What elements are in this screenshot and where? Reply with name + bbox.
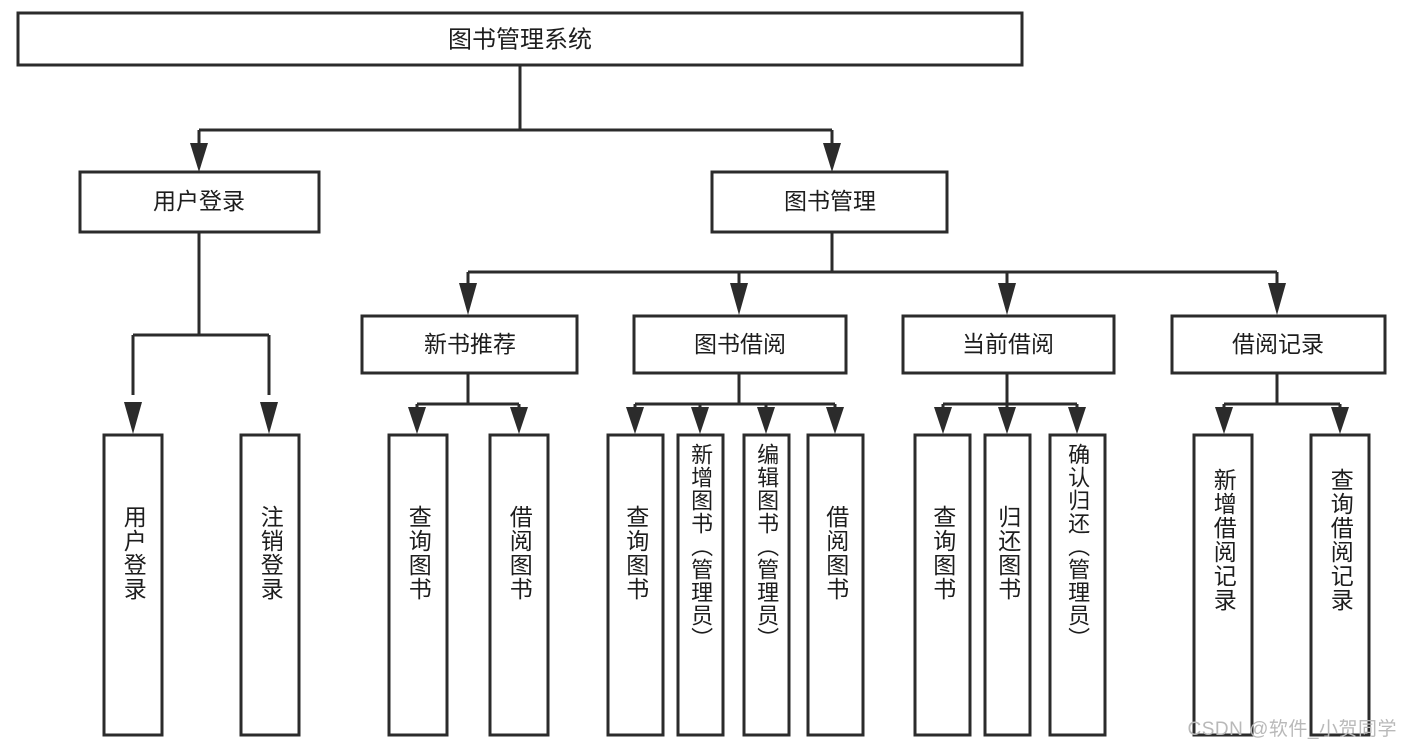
node-user-login[interactable]: 用户登录 <box>78 170 321 234</box>
connector-current-borrow-to-leaves <box>934 373 1086 434</box>
arrow-head-icon <box>1331 407 1349 434</box>
arrow-head-icon <box>757 407 775 434</box>
leaf-box-borrow-book-1[interactable] <box>488 433 550 737</box>
leaf-box-query-book-3[interactable] <box>913 433 972 737</box>
leaf-box-edit-book[interactable] <box>742 433 791 737</box>
arrow-head-icon <box>691 407 709 434</box>
arrow-head-icon <box>124 402 142 434</box>
node-label-current-borrow: 当前借阅 <box>962 331 1054 357</box>
node-root[interactable]: 图书管理系统 <box>16 11 1024 67</box>
arrow-head-icon <box>510 407 528 434</box>
arrow-head-icon <box>730 283 748 315</box>
node-book-borrow[interactable]: 图书借阅 <box>632 314 848 375</box>
leaf-box-add-record[interactable] <box>1192 433 1254 737</box>
arrow-head-icon <box>459 283 477 315</box>
leaf-box-return-book[interactable] <box>983 433 1032 737</box>
csdn-watermark: CSDN @软件_小贺同学 <box>1187 719 1397 740</box>
node-label-root: 图书管理系统 <box>448 26 592 53</box>
arrow-head-icon <box>823 143 841 172</box>
arrow-head-icon <box>998 407 1016 434</box>
leaf-box-borrow-book-2[interactable] <box>806 433 865 737</box>
connector-borrow-record-to-leaves <box>1215 373 1349 434</box>
node-label-borrow-record: 借阅记录 <box>1232 331 1324 357</box>
node-new-book-recommend[interactable]: 新书推荐 <box>360 314 579 375</box>
leaf-box-user-login[interactable] <box>102 433 164 737</box>
connector-user-login-to-leaves <box>124 232 278 434</box>
leaf-box-add-book[interactable] <box>676 433 725 737</box>
arrow-head-icon <box>190 143 208 172</box>
connector-book-manage-to-level3 <box>459 232 1286 315</box>
arrow-head-icon <box>826 407 844 434</box>
leaf-box-query-record[interactable] <box>1309 433 1371 737</box>
leaf-box-query-book-2[interactable] <box>606 433 665 737</box>
arrow-head-icon <box>1068 407 1086 434</box>
leaf-box-logout-login[interactable] <box>239 433 301 737</box>
node-borrow-record[interactable]: 借阅记录 <box>1170 314 1387 375</box>
node-book-manage[interactable]: 图书管理 <box>710 170 949 234</box>
node-label-new-book-recommend: 新书推荐 <box>424 331 516 357</box>
leaf-box-query-book-1[interactable] <box>387 433 449 737</box>
node-current-borrow[interactable]: 当前借阅 <box>901 314 1116 375</box>
arrow-head-icon <box>626 407 644 434</box>
arrow-head-icon <box>1215 407 1233 434</box>
arrow-head-icon <box>998 283 1016 315</box>
connector-new-book-recommend-to-leaves <box>408 373 528 434</box>
leaf-box-confirm-return[interactable] <box>1048 433 1107 737</box>
arrow-head-icon <box>1268 283 1286 315</box>
arrow-head-icon <box>408 407 426 434</box>
node-label-book-manage: 图书管理 <box>784 188 876 214</box>
node-label-book-borrow: 图书借阅 <box>694 331 786 357</box>
connector-root-to-level2 <box>190 65 841 172</box>
arrow-head-icon <box>934 407 952 434</box>
leaf-boxes <box>102 433 1371 737</box>
node-label-user-login: 用户登录 <box>153 188 245 214</box>
connector-book-borrow-to-leaves <box>626 373 844 434</box>
arrow-head-icon <box>260 402 278 434</box>
